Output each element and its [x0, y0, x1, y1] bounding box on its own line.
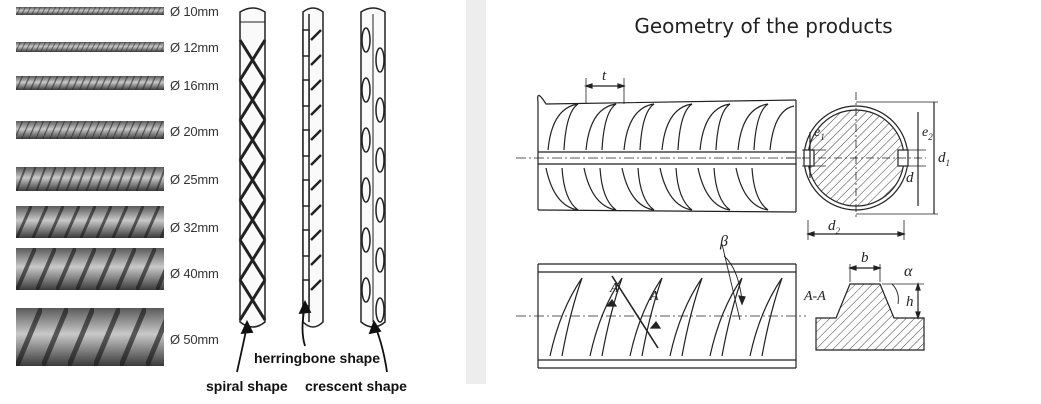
label-alpha: α: [904, 263, 913, 280]
bar-cross-section: [786, 92, 938, 240]
rebar-photo-40mm: [16, 248, 164, 290]
panel-divider: [466, 0, 486, 384]
size-label-20mm: Ø 20mm: [170, 124, 219, 139]
size-label-40mm: Ø 40mm: [170, 266, 219, 281]
label-e2: e2: [922, 125, 933, 142]
spiral-shape-bar: [238, 7, 267, 328]
spiral-shape-caption: spiral shape: [206, 378, 288, 394]
size-label-25mm: Ø 25mm: [170, 172, 219, 187]
size-label-32mm: Ø 32mm: [170, 220, 219, 235]
crescent-shape-caption: crescent shape: [305, 378, 407, 394]
label-t: t: [602, 68, 607, 84]
rebar-photo-25mm: [16, 167, 164, 191]
size-label-16mm: Ø 16mm: [170, 78, 219, 93]
label-d: d: [906, 170, 914, 186]
label-beta: β: [719, 233, 728, 250]
geometry-title: Geometry of the products: [634, 14, 893, 38]
ribbed-bar-plan-view: [516, 243, 806, 369]
label-A-bottom: A: [649, 289, 659, 304]
rebar-photo-32mm: [16, 206, 164, 238]
label-d2: d2: [828, 218, 841, 236]
label-h: h: [906, 294, 914, 310]
herringbone-shape-bar: [302, 7, 324, 328]
rib-shape-sketches: [236, 7, 388, 373]
herringbone-shape-caption: herringbone shape: [254, 350, 381, 366]
rib-profile-section: [815, 264, 925, 351]
rebar-photo-20mm: [16, 121, 164, 139]
crescent-shape-bar: [360, 7, 386, 328]
geometry-panel: Geometry of the products: [486, 0, 1041, 404]
label-section-AA: A-A: [803, 289, 826, 304]
rebar-photo-panel: Ø 10mm Ø 12mm Ø 16mm Ø 20mm Ø 25mm Ø 32m…: [0, 0, 466, 404]
rebar-photo-50mm: [16, 308, 164, 366]
label-b: b: [861, 250, 869, 266]
label-d1: d1: [938, 150, 950, 168]
geometry-drawing: t e1: [516, 68, 950, 369]
size-label-50mm: Ø 50mm: [170, 332, 219, 347]
ribbed-bar-side-view: [516, 78, 806, 213]
label-e1: e1: [814, 125, 825, 142]
rebar-photo-12mm: [16, 42, 164, 52]
rebar-photo-10mm: [16, 7, 164, 15]
shape-leader-arrows: [236, 299, 388, 373]
rebar-photo-16mm: [16, 76, 164, 90]
size-label-12mm: Ø 12mm: [170, 40, 219, 55]
label-A-top: A: [609, 281, 619, 296]
size-label-10mm: Ø 10mm: [170, 4, 219, 19]
